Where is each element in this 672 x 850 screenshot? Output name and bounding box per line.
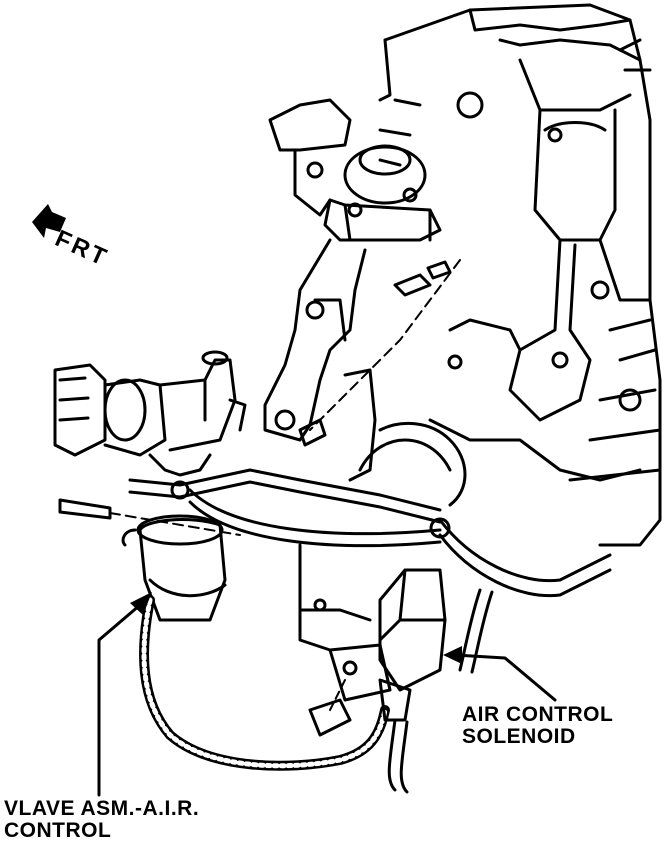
braided-hose: [139, 595, 390, 771]
callout-line: AIR CONTROL: [462, 703, 614, 726]
egr-valve: [268, 98, 442, 242]
valve-asm-callout: VLAVE ASM.-A.I.R. CONTROL: [4, 798, 199, 842]
valve-arrowhead: [130, 592, 152, 615]
air-control-solenoid-callout: AIR CONTROL SOLENOID: [462, 704, 613, 748]
callout-line: VLAVE ASM.-A.I.R.: [4, 797, 200, 820]
mounting-bracket: [263, 238, 377, 482]
air-control-solenoid: [298, 543, 447, 737]
callout-leaders: [97, 603, 557, 797]
vacuum-hoses: [128, 468, 612, 794]
air-control-valve: [53, 350, 247, 622]
front-arrow-icon: [32, 204, 66, 238]
fastener-bolts: [58, 259, 461, 536]
callout-line: CONTROL: [4, 819, 112, 842]
callout-line: SOLENOID: [462, 725, 576, 748]
air-solenoid-arrowhead: [443, 646, 462, 664]
engine-block: [358, 3, 662, 547]
